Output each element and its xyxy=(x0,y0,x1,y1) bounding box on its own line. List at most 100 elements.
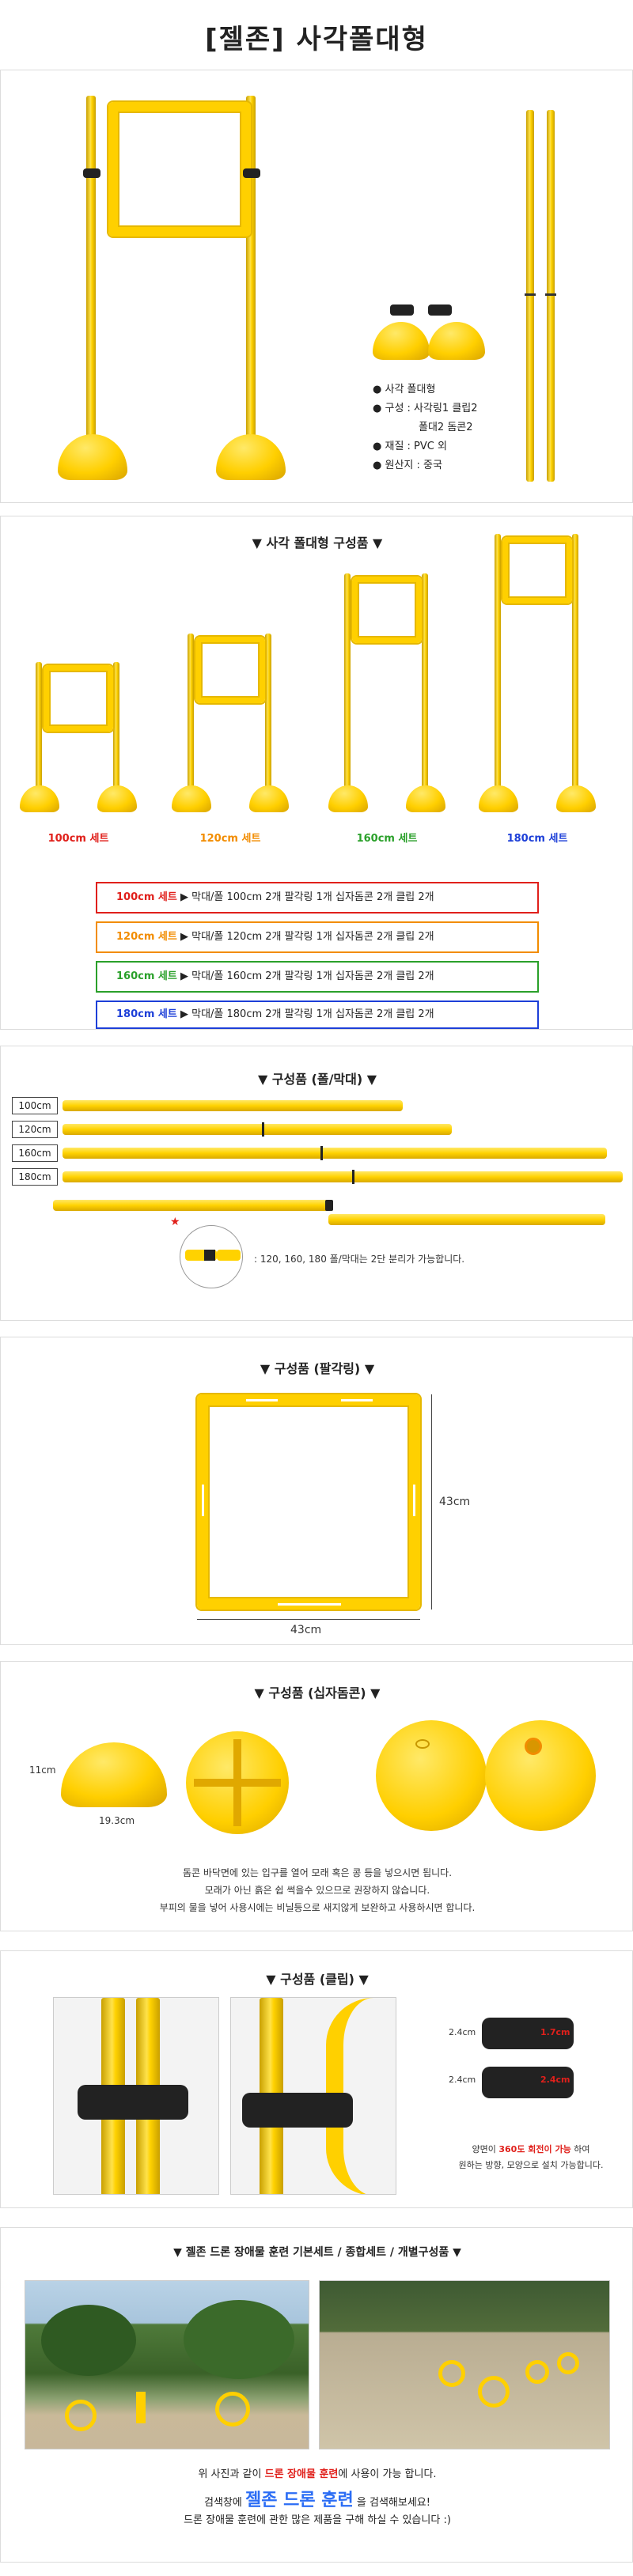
set-160-cone xyxy=(406,785,445,812)
clip-note: 양면이 360도 회전이 가능 하여 xyxy=(444,2141,618,2158)
line-highlight: 드론 장애물 훈련 xyxy=(264,2468,339,2480)
left-pole xyxy=(86,96,96,444)
set-160-pole xyxy=(344,573,351,792)
cone-note: 부피의 물을 넣어 사용시에는 비닐등으로 새지않게 보완하고 사용하시면 합니… xyxy=(159,1902,476,1913)
line-text: 에 사용이 가능 합니다. xyxy=(338,2468,437,2480)
set-description-120: 120cm 세트 ▶ 막대/폴 120cm 2개 팔각링 1개 십자돔콘 2개 … xyxy=(96,921,539,953)
note-text: 양면이 xyxy=(472,2144,499,2154)
ring-slot xyxy=(278,1603,341,1606)
pole-joint xyxy=(525,293,536,296)
pole-joint xyxy=(320,1146,323,1160)
ring-height: 43cm xyxy=(439,1496,471,1508)
pole-connector xyxy=(325,1200,333,1211)
section-title: ▼ 구성품 (팔각링) ▼ xyxy=(260,1361,375,1376)
clip-panel: ▼ 구성품 (클립) ▼ 2.4cm 1.7cm 2.4cm 2.4cm 양면이… xyxy=(0,1950,633,2208)
set-100-ring xyxy=(44,665,113,732)
left-clip-icon xyxy=(83,168,100,178)
note-highlight: 360도 회전이 가능 xyxy=(498,2144,571,2154)
set-180-pole xyxy=(495,534,501,792)
section-title: ▼ 구성품 (폴/막대) ▼ xyxy=(257,1072,377,1087)
set-100-pole xyxy=(36,662,42,792)
set-desc: ▶ 막대/폴 120cm 2개 팔각링 1개 십자돔콘 2개 클립 2개 xyxy=(180,931,434,943)
set-120-pole xyxy=(265,634,271,792)
cone-note: 모래가 아닌 흙은 쉽 썩을수 있으므로 권장하지 않습니다. xyxy=(204,1885,430,1896)
clip-dim: 2.4cm xyxy=(449,2075,476,2085)
square-ring xyxy=(197,1394,420,1610)
set-size: 160cm 세트 xyxy=(116,970,177,982)
set-120-cone xyxy=(172,785,211,812)
pole-120 xyxy=(63,1124,452,1135)
clip-diagram-top xyxy=(482,2018,574,2049)
dome-cone-bottom-open xyxy=(485,1720,596,1831)
dimension-line xyxy=(197,1619,420,1620)
pole-joint xyxy=(262,1122,264,1137)
section-title: ▼ 사각 폴대형 구성품 ▼ xyxy=(252,535,383,550)
dome-cone-bottom xyxy=(376,1720,487,1831)
section-title: ▼ 구성품 (십자돔콘) ▼ xyxy=(254,1685,381,1700)
ring-slot xyxy=(246,1399,278,1401)
spec-line: ● 사각 폴대형 xyxy=(373,384,436,395)
length-label: 120cm xyxy=(12,1121,58,1138)
cone-height: 11cm xyxy=(29,1765,56,1776)
set-desc: ▶ 막대/폴 160cm 2개 팔각링 1개 십자돔콘 2개 클립 2개 xyxy=(180,970,434,982)
training-panel: ▼ 젤존 드론 장애물 훈련 기본세트 / 종합세트 / 개별구성품 ▼ 위 사… xyxy=(0,2227,633,2563)
training-line2: 검색창에 젤존 드론 훈련 을 검색해보세요! xyxy=(1,2486,633,2511)
split-pole-right xyxy=(328,1214,605,1225)
set-100-pole xyxy=(113,662,119,792)
set-description-100: 100cm 세트 ▶ 막대/폴 100cm 2개 팔각링 1개 십자돔콘 2개 … xyxy=(96,882,539,914)
left-dome-cone xyxy=(58,434,127,480)
training-photo-sand xyxy=(319,2280,610,2449)
size-label: 180cm 세트 xyxy=(506,833,568,845)
cone-note: 돔콘 바닥면에 있는 입구를 열어 모래 혹은 콩 등을 넣으시면 됩니다. xyxy=(182,1867,453,1878)
spec-line: ● 구성 : 사각링1 클립2 xyxy=(373,403,478,414)
clip-icon xyxy=(242,2093,353,2128)
line-text: 을 검색해보세요! xyxy=(353,2497,430,2509)
ring-panel: ▼ 구성품 (팔각링) ▼ 43cm 43cm xyxy=(0,1337,633,1645)
section-title: ▼ 구성품 (클립) ▼ xyxy=(266,1972,369,1987)
clip-diagram-bottom xyxy=(482,2067,574,2098)
star-icon: ★ xyxy=(170,1216,180,1228)
set-180-cone xyxy=(556,785,596,812)
note-text: 하여 xyxy=(570,2144,590,2154)
line-text: 위 사진과 같이 xyxy=(198,2468,265,2480)
pole-joint xyxy=(352,1170,354,1184)
training-photo-park xyxy=(25,2280,309,2449)
set-160-pole xyxy=(422,573,428,792)
poles-panel: ▼ 구성품 (폴/막대) ▼ 100cm 120cm 160cm 180cm ★… xyxy=(0,1046,633,1321)
pole-note: : 120, 160, 180 폴/막대는 2단 분리가 가능합니다. xyxy=(254,1254,465,1265)
set-120-pole xyxy=(188,634,194,792)
dome-cone-top xyxy=(186,1731,289,1834)
ring-slot xyxy=(413,1485,415,1516)
ring-slot xyxy=(202,1485,204,1516)
pole-100 xyxy=(63,1100,403,1111)
clip-dim: 2.4cm xyxy=(449,2027,476,2037)
clip-photo xyxy=(53,1997,219,2195)
cone-width: 19.3cm xyxy=(99,1815,135,1826)
right-dome-cone xyxy=(216,434,286,480)
ring-slot xyxy=(341,1399,373,1401)
set-180-cone xyxy=(479,785,518,812)
training-line3: 드론 장애물 훈련에 관한 많은 제품을 구해 하실 수 있습니다 :) xyxy=(184,2514,451,2526)
spec-line: ● 원산지 : 중국 xyxy=(373,460,442,471)
length-label: 180cm xyxy=(12,1168,58,1186)
spare-clip-icon xyxy=(390,305,414,316)
size-label: 120cm 세트 xyxy=(199,833,261,845)
split-pole-left xyxy=(53,1200,330,1211)
length-label: 100cm xyxy=(12,1097,58,1114)
clip-dim: 2.4cm xyxy=(540,2075,570,2085)
connector-zoom xyxy=(180,1225,243,1288)
spare-dome-cone xyxy=(428,322,485,360)
spec-line: ● 재질 : PVC 외 xyxy=(373,441,447,452)
training-line1: 위 사진과 같이 드론 장애물 훈련에 사용이 가능 합니다. xyxy=(1,2465,633,2480)
set-180-pole xyxy=(572,534,578,792)
set-size: 180cm 세트 xyxy=(116,1008,177,1020)
spare-clip-icon xyxy=(428,305,452,316)
set-120-ring xyxy=(195,637,265,703)
page-title: [젤존] 사각폴대형 xyxy=(205,24,428,55)
set-180-ring xyxy=(502,537,572,603)
clip-photo-ring xyxy=(230,1997,396,2195)
set-100-cone xyxy=(97,785,137,812)
spec-line: 폴대2 돔콘2 xyxy=(419,422,473,433)
set-120-cone xyxy=(249,785,289,812)
clip-icon xyxy=(78,2085,188,2120)
